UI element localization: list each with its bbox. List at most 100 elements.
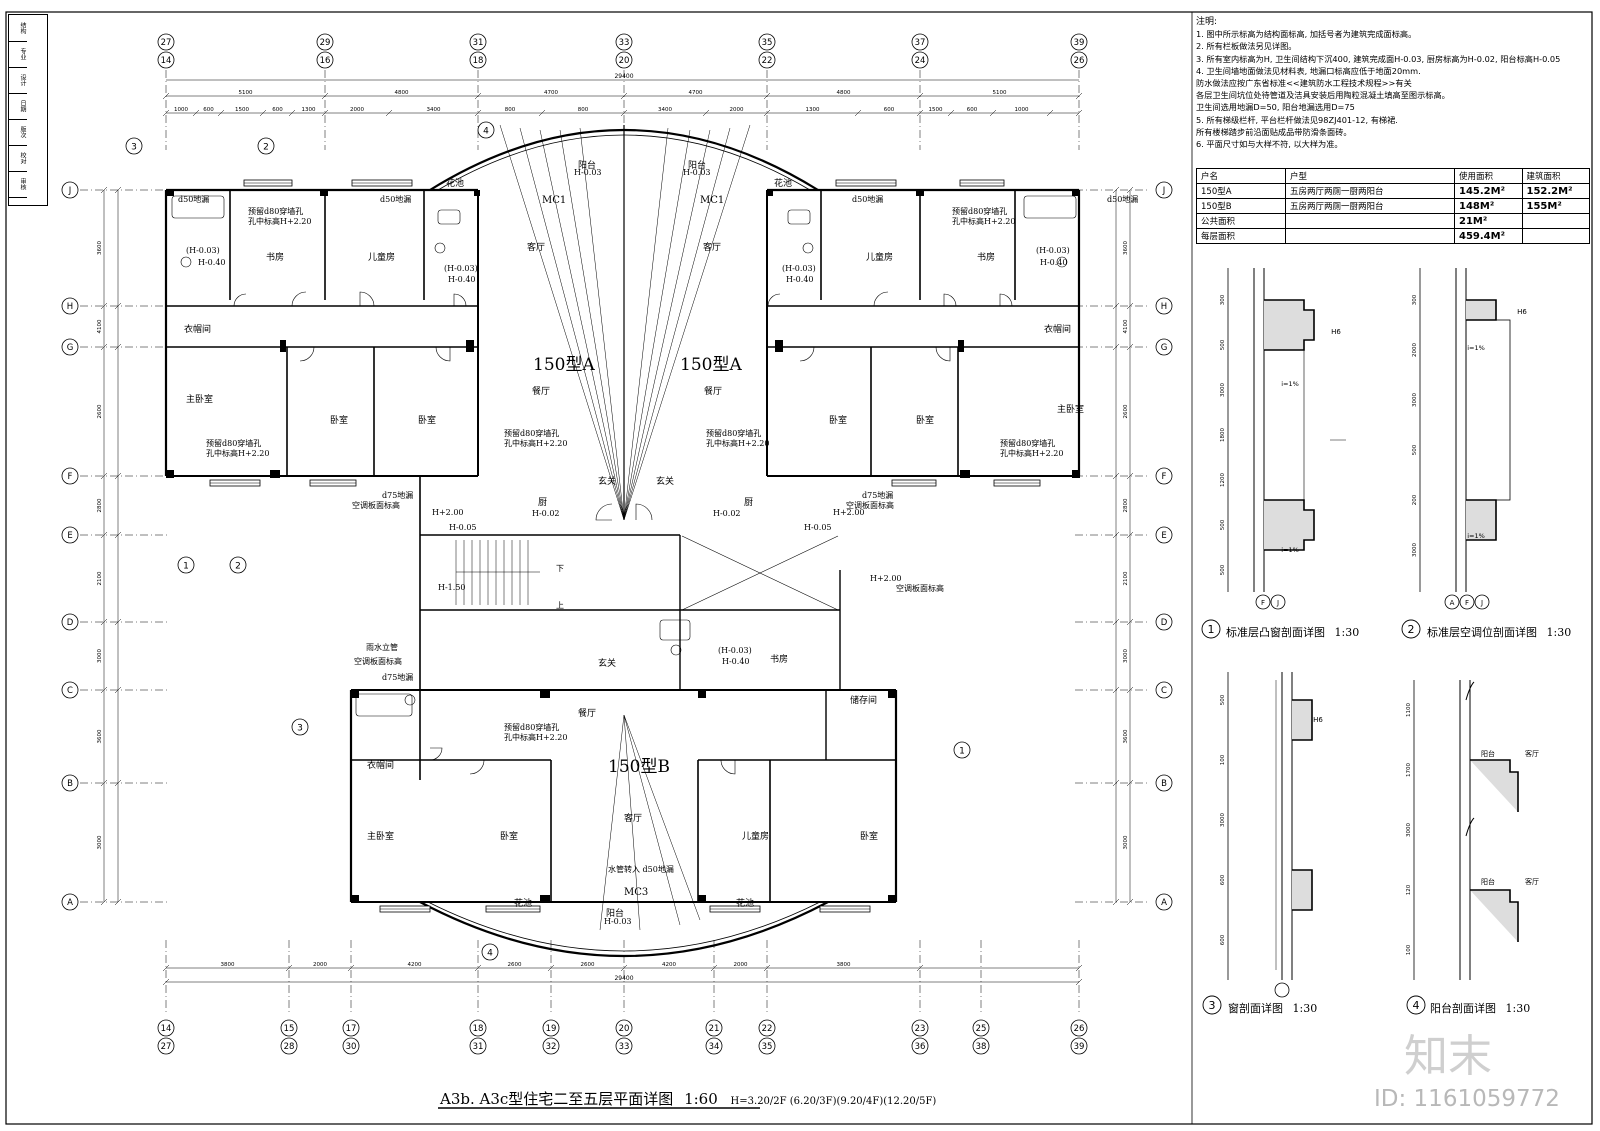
dim-tick (114, 343, 122, 351)
dim-text: 29400 (614, 73, 633, 80)
axis-bubble (61, 297, 79, 315)
dim-tick (100, 779, 108, 787)
axis-bubble (61, 181, 79, 199)
room-label: 餐厅 (578, 709, 597, 719)
detail-axis-bubble (1474, 594, 1490, 610)
table-cell: 145.2M² (1454, 183, 1523, 199)
axis-bubble (1155, 681, 1173, 699)
detail-slab (1264, 499, 1315, 551)
dim-tick (1112, 186, 1120, 194)
hole-note: 孔中标高H+2.20 (248, 217, 312, 226)
dim-tick (1046, 109, 1054, 117)
dim-text: 2100 (1123, 571, 1129, 585)
level-tag: H+2.00 (833, 508, 865, 517)
axis-bubble (469, 1019, 487, 1037)
room-label: 花池 (736, 899, 755, 909)
detail-title: 标准层凸窗剖面详图 (1226, 626, 1325, 639)
table-cell: 150型A (1196, 183, 1286, 199)
detail-slab (1466, 299, 1497, 321)
notes-title: 注明: (1196, 17, 1218, 27)
dim-text: 4100 (1123, 319, 1129, 333)
axis-bubble (316, 33, 334, 51)
titleblock-cell: 审核 (9, 171, 27, 198)
axis-bubble (615, 33, 633, 51)
detail-axis-bubble (1444, 594, 1460, 610)
detail-slab (1264, 299, 1315, 351)
room-label: 卧室 (330, 416, 349, 426)
axis-bubble (705, 1019, 723, 1037)
note-line: 卫生间选用地漏D=50, 阳台地漏选用D=75 (1196, 102, 1355, 113)
room-label: 儿童房 (742, 832, 770, 842)
axis-bubble (157, 1019, 175, 1037)
detail-number-circle (1202, 995, 1222, 1015)
axis-label: A (67, 898, 73, 908)
toilet (180, 256, 192, 268)
dim-text: 800 (505, 107, 516, 113)
level-tag: H-0.03 (574, 168, 602, 177)
room-label: 书房 (977, 253, 996, 263)
dim-tick (114, 472, 122, 480)
view-line (623, 714, 681, 926)
table-row: 150型A 五房两厅两厕一厨两阳台 145.2M² 152.2M² (1196, 183, 1590, 199)
axis-bubble (758, 1037, 776, 1055)
detail-caption-3: 窗剖面详图 1:30 (1228, 1000, 1317, 1016)
room-label: 阳台 (578, 161, 597, 171)
axis-label: 36 (915, 1042, 926, 1052)
level-tag: H-0.40 (1040, 258, 1068, 267)
hole-note: 预留d80穿墙孔 (1000, 439, 1056, 448)
axis-label: 39 (1074, 1042, 1085, 1052)
room-label: 卧室 (418, 416, 437, 426)
detail-axis-bubble (1274, 982, 1290, 998)
axis-bubble (705, 1037, 723, 1055)
axis-bubble (1155, 613, 1173, 631)
dim-tick (114, 618, 122, 626)
room-label: 衣帽间 (367, 761, 395, 771)
drawing-title: A3b. A3c型住宅二至五层平面详图 1:60 H=3.20/2F (6.20… (440, 1088, 936, 1109)
dim-text: 3600 (1123, 729, 1129, 743)
detail-dim-text: 3000 (1412, 393, 1418, 407)
axis-label: 22 (762, 1024, 773, 1034)
axis-label: 34 (709, 1042, 720, 1052)
door-swing (873, 291, 889, 307)
view-line (623, 127, 731, 521)
wall (698, 895, 706, 903)
axis-bubble (615, 51, 633, 69)
table-cell: 148M² (1454, 198, 1523, 214)
dim-tick (347, 964, 355, 972)
dim-text: 3000 (1123, 649, 1129, 663)
axis-grid (80, 70, 1150, 1012)
detail-dim-text: 500 (1220, 564, 1226, 575)
wall (775, 340, 783, 352)
dim-tick (1126, 343, 1134, 351)
axis-label: H (67, 302, 73, 312)
dim-tick (702, 109, 710, 117)
axis-label: 14 (161, 1024, 172, 1034)
table-cell: 21M² (1454, 213, 1523, 229)
table-cell (1285, 228, 1455, 244)
view-line (623, 714, 701, 921)
detail-axis: J (1480, 599, 1483, 607)
dim-tick (114, 531, 122, 539)
room-label: 花池 (514, 899, 533, 909)
dim-tick (916, 964, 924, 972)
detail-label: i=1% (1467, 532, 1485, 540)
dim-text: 4800 (395, 90, 409, 96)
table-cell: 459.4M² (1454, 228, 1523, 244)
level-tag: H-0.40 (786, 275, 814, 284)
detail-slab (1292, 869, 1313, 911)
level-tag: H-0.02 (532, 509, 560, 518)
room-label: 花池 (774, 179, 793, 189)
room-label: 卧室 (829, 416, 848, 426)
walls (164, 125, 1081, 958)
table-row: 每层面积 459.4M² (1196, 228, 1590, 244)
section-callout-num: 1 (183, 561, 189, 571)
wall (1072, 470, 1080, 478)
axis-bubble (61, 774, 79, 792)
axis-bubble (542, 1019, 560, 1037)
dim-text: 3800 (221, 962, 235, 968)
section-callout-num: 2 (263, 142, 269, 152)
dim-text: 5100 (993, 90, 1007, 96)
detail-axis-bubble (1255, 594, 1271, 610)
detail-caption-4: 阳台剖面详图 1:30 (1430, 1000, 1530, 1016)
